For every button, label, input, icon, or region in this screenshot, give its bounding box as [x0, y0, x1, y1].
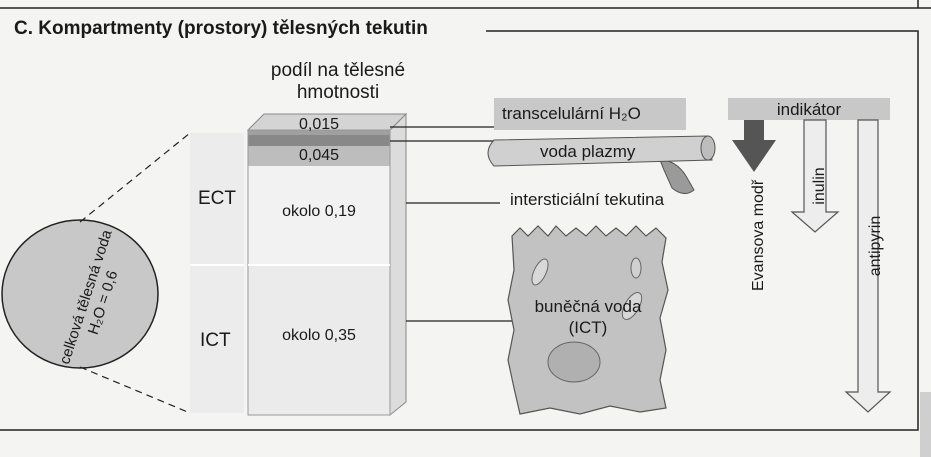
antipyrin-label: antipyrin — [867, 215, 884, 277]
cell-nucleus — [547, 341, 601, 383]
inulin-arrow — [790, 119, 840, 233]
cell-water-label: buněčná voda (ICT) — [528, 296, 648, 338]
transcellular-box — [494, 98, 686, 130]
plasma-value: 0,045 — [298, 147, 340, 164]
interstitial-label: intersticiální tekutina — [510, 190, 665, 209]
label-panel — [190, 133, 244, 413]
organelle — [630, 257, 642, 279]
block-side — [389, 112, 407, 417]
antipyrin-arrow — [844, 119, 892, 413]
indicator-title: indikátor — [776, 100, 842, 119]
plasma-value-layer — [248, 146, 390, 166]
total-water-disc — [1, 219, 159, 369]
share-title: podíl na tělesné hmotnosti — [270, 60, 406, 103]
inulin-label: inulin — [811, 167, 828, 205]
transcellular-value: 0,015 — [298, 116, 340, 133]
evans-arrow — [732, 120, 776, 172]
indicator-bar — [728, 98, 890, 120]
cell-body — [507, 225, 669, 415]
projection-line-bottom — [79, 366, 191, 414]
transcellular-layer — [248, 130, 390, 135]
vessel-branch — [659, 159, 695, 194]
intracellular-layer — [248, 265, 390, 415]
section-heading: C. Kompartmenty (prostory) tělesných tek… — [14, 18, 428, 39]
plasma-layer — [248, 135, 390, 146]
organelle — [621, 292, 643, 320]
cell-water-line2: (ICT) — [568, 318, 608, 337]
plasma-label: voda plazmy — [540, 142, 636, 161]
cell-water-line1: buněčná voda — [534, 297, 642, 316]
page-tab — [920, 392, 931, 457]
evans-label: Evansova modř — [750, 179, 767, 291]
section-frame — [0, 30, 919, 431]
interstitial-value: okolo 0,19 — [282, 203, 356, 220]
organelle — [531, 258, 549, 286]
interstitial-layer — [248, 166, 390, 265]
projection-line-top — [79, 132, 191, 223]
ect-label: ECT — [198, 188, 236, 209]
transcellular-label: transcelulární H₂O — [502, 104, 641, 123]
intracellular-value: okolo 0,35 — [282, 327, 356, 344]
ict-label: ICT — [200, 330, 231, 351]
plasma-vessel — [487, 135, 713, 167]
